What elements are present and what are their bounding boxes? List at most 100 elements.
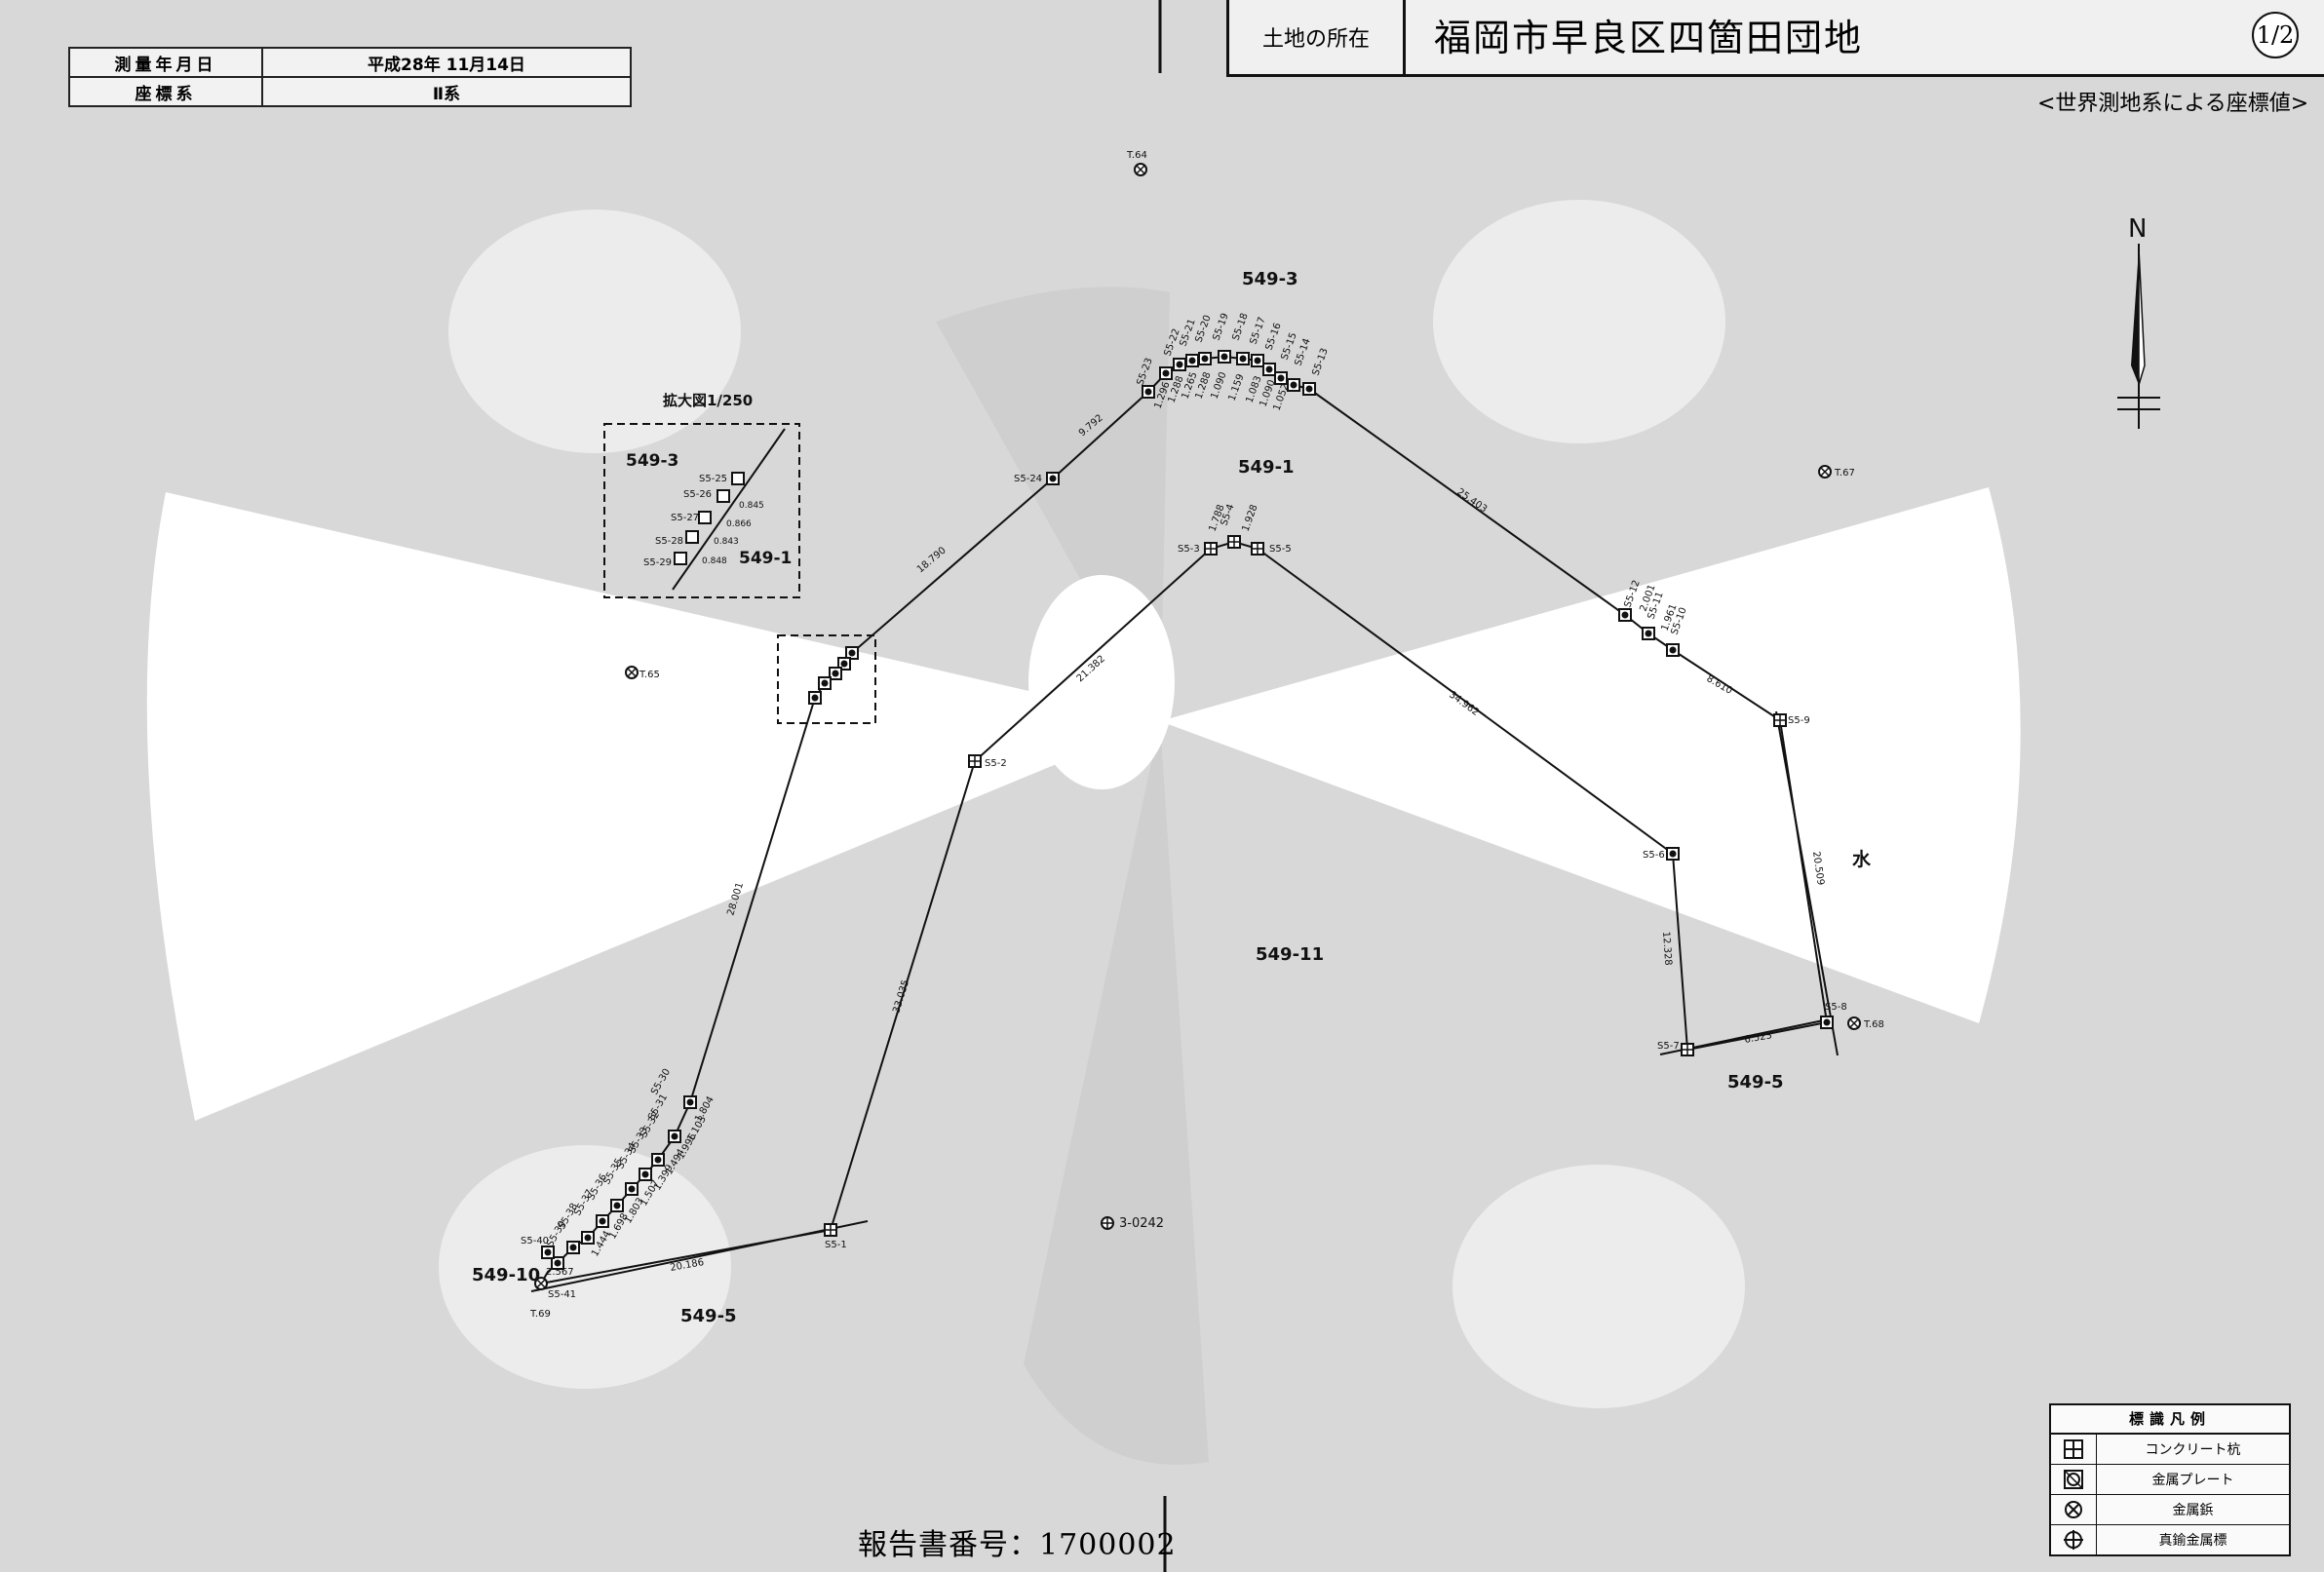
boundary-west-upper	[851, 478, 1054, 654]
coord-system-label: 座標系	[68, 76, 263, 107]
legend-title: 標識凡例	[2051, 1405, 2289, 1435]
concrete-pile-icon	[824, 1223, 837, 1237]
metal-plate-icon	[610, 1199, 624, 1212]
metal-plate-icon	[651, 1153, 665, 1167]
legend: 標識凡例 コンクリート杭 金属プレート 金属鋲 真鍮金属標	[2049, 1403, 2291, 1556]
metal-plate-icon	[551, 1256, 564, 1270]
metal-plate-icon	[1173, 358, 1186, 371]
enlarged-area-marker	[777, 634, 876, 724]
metal-plate-icon	[845, 646, 859, 660]
boundary-east-tail	[1775, 710, 1839, 1056]
benchmark-label: T.68	[1863, 1019, 1884, 1030]
location-box: 土地の所在 福岡市早良区四箇田団地	[1226, 0, 2324, 77]
enlarged-parcel-upper: 549-3	[626, 451, 678, 471]
coord-system-value: Ⅱ系	[261, 76, 632, 107]
legend-item: 金属プレート	[2051, 1465, 2289, 1495]
concrete-pile-icon	[1204, 542, 1218, 556]
enlarged-point-label: S5-27	[671, 513, 699, 523]
concrete-pile-icon	[2051, 1435, 2097, 1464]
metal-pin-icon	[2051, 1495, 2097, 1524]
legend-item: 金属鋲	[2051, 1495, 2289, 1525]
metal-plate-icon	[1262, 363, 1276, 376]
metal-plate-icon	[1236, 352, 1250, 365]
legend-label: 真鍮金属標	[2158, 1533, 2227, 1549]
parcel-label: 549-10	[472, 1265, 540, 1285]
survey-info-table: 測量年月日 平成28年 11月14日 座標系 Ⅱ系	[68, 47, 632, 107]
benchmark-labels: T.64 T.65 T.67 T.68 T.69 3-0242	[529, 150, 1884, 1320]
metal-plate-icon	[1218, 350, 1231, 364]
metal-plate-icon	[2051, 1465, 2097, 1494]
point-label: S5-3	[1178, 544, 1200, 555]
watermark-fan-left	[146, 492, 1160, 1121]
metal-pin-icon	[625, 666, 639, 679]
metal-plate-icon	[1046, 472, 1060, 485]
metal-plate-icon	[1820, 1016, 1834, 1029]
enlarged-view-frame	[603, 423, 800, 598]
distance-label: 20.509	[1810, 851, 1826, 886]
benchmark-label: T.67	[1834, 468, 1855, 479]
parcel-label: 549-11	[1256, 944, 1324, 965]
point-label: S5-40	[521, 1236, 549, 1246]
survey-date-label: 測量年月日	[68, 47, 263, 78]
metal-pin-icon	[534, 1277, 548, 1290]
enlarged-point-label: S5-25	[699, 474, 727, 484]
parcel-label: 549-1	[1238, 457, 1295, 478]
location-value: 福岡市早良区四箇田団地	[1434, 17, 1864, 59]
point-label: S5-1	[825, 1240, 847, 1250]
report-number: 報告書番号：1700002	[858, 1528, 1177, 1562]
water-label: 水	[1852, 849, 1872, 870]
point-label: S5-6	[1643, 850, 1665, 861]
metal-plate-icon	[639, 1168, 652, 1181]
metal-plate-icon	[1274, 371, 1288, 385]
metal-plate-icon	[1198, 352, 1212, 365]
enlarged-distance-label: 0.848	[702, 556, 727, 566]
north-arrow: N	[2117, 214, 2160, 429]
concrete-pile-icon	[968, 754, 982, 768]
metal-plate-icon	[1142, 385, 1155, 399]
enlarged-view: 拡大図1/250 549-3 549-1 S5-25 S5-26 S5-27 S…	[603, 392, 876, 724]
metal-plate-icon	[1159, 366, 1173, 380]
metal-plate-icon	[683, 1095, 697, 1109]
point-label: S5-5	[1269, 544, 1292, 555]
point-markers	[534, 163, 1861, 1290]
enlarged-point-label: S5-26	[683, 489, 712, 500]
legend-label: 金属鋲	[2172, 1503, 2214, 1518]
parcel-label: 549-5	[1727, 1072, 1784, 1093]
enlarged-view-title: 拡大図1/250	[663, 392, 753, 409]
metal-plate-icon	[541, 1246, 555, 1259]
distance-label: 6.523	[1744, 1030, 1773, 1046]
metal-pin-icon	[1818, 465, 1832, 479]
benchmark-label: T.69	[529, 1309, 551, 1320]
metal-plate-icon	[1185, 354, 1199, 367]
metal-plate-icon	[566, 1241, 580, 1254]
point-label: S5-24	[1014, 474, 1042, 484]
metal-plate-icon	[1666, 847, 1680, 861]
boundary-south-tail	[530, 1220, 869, 1292]
benchmark-label: 3-0242	[1119, 1216, 1164, 1231]
metal-plate-icon	[1666, 643, 1680, 657]
benchmark-label: T.65	[639, 670, 660, 680]
parcel-label: 549-3	[1242, 269, 1298, 289]
concrete-pile-icon	[1227, 535, 1241, 549]
location-label: 土地の所在	[1229, 0, 1406, 74]
watermark-center	[1028, 575, 1175, 789]
concrete-pile-icon	[1251, 542, 1264, 556]
legend-label: コンクリート杭	[2145, 1442, 2241, 1458]
enlarged-parcel-lower: 549-1	[739, 549, 792, 568]
brass-marker-icon	[2051, 1525, 2097, 1554]
metal-plate-icon	[1618, 608, 1632, 622]
legend-item: コンクリート杭	[2051, 1435, 2289, 1465]
metal-plate-icon	[829, 667, 842, 680]
point-label: S5-41	[548, 1289, 576, 1300]
brass-marker-icon	[1101, 1216, 1114, 1230]
legend-label: 金属プレート	[2151, 1473, 2234, 1488]
enlarged-distance-label: 0.845	[739, 501, 764, 511]
page-number: 1/2	[2252, 12, 2299, 58]
metal-plate-icon	[596, 1214, 609, 1228]
point-label: S5-7	[1657, 1041, 1680, 1052]
metal-plate-icon	[1302, 382, 1316, 396]
metal-plate-icon	[818, 676, 832, 690]
